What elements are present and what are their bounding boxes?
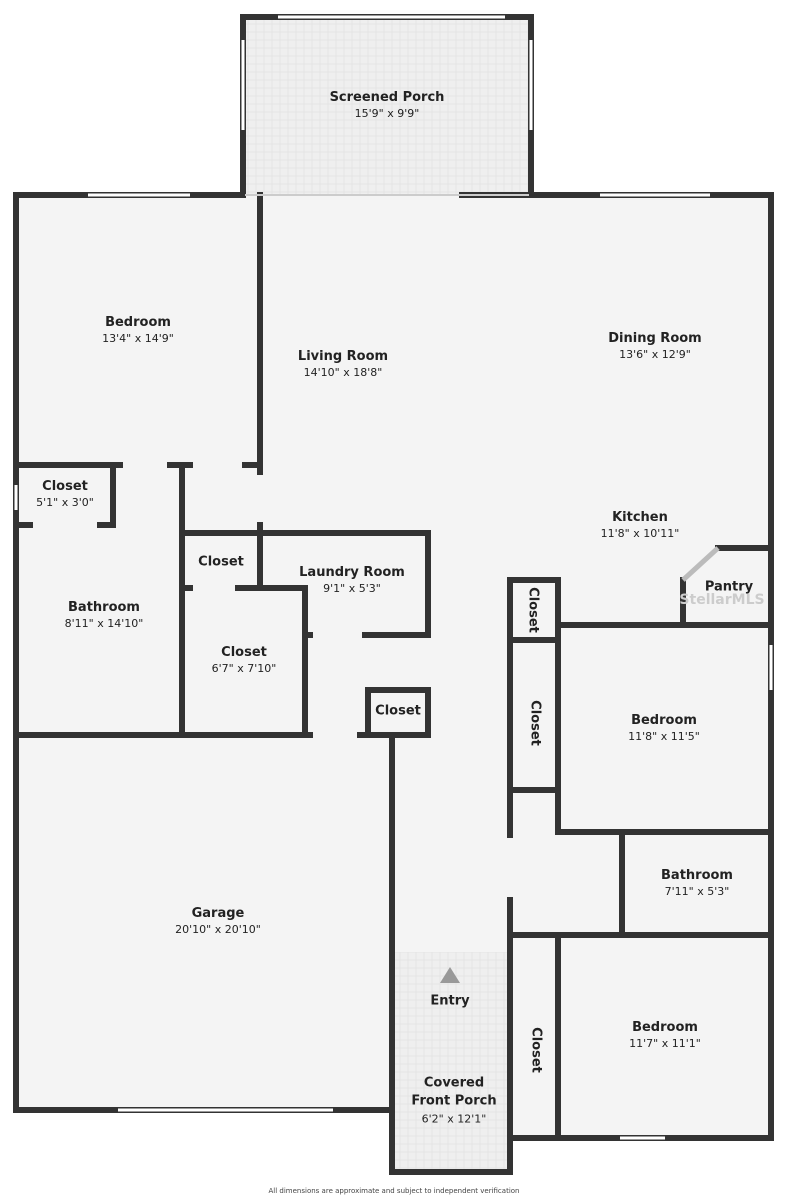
- pantry-door: [681, 546, 720, 582]
- room-dims: 11'8" x 10'11": [600, 527, 680, 540]
- room-closet-6: Closet: [528, 700, 543, 746]
- room-covered-front-porch: Covered Front Porch 6'2" x 12'1": [411, 1075, 496, 1126]
- room-name: Closet: [375, 703, 421, 719]
- room-dims: 13'6" x 12'9": [619, 348, 691, 361]
- room-bedroom-2: Bedroom 11'8" x 11'5": [628, 713, 700, 743]
- room-closet-3: Closet 6'7" x 7'10": [212, 645, 277, 675]
- room-dims: 20'10" x 20'10": [175, 923, 261, 936]
- room-kitchen: Kitchen 11'8" x 10'11": [601, 510, 680, 540]
- room-name: Bedroom: [631, 713, 697, 728]
- room-name: Living Room: [297, 349, 389, 364]
- footer-disclaimer: All dimensions are approximate and subje…: [268, 1187, 520, 1195]
- room-name: Closet: [528, 1027, 544, 1073]
- room-pantry: Pantry: [705, 580, 753, 595]
- room-screened-porch: Screened Porch 15'9" x 9'9": [330, 90, 445, 120]
- room-name: Closet: [221, 645, 267, 660]
- room-garage: Garage 20'10" x 20'10": [175, 906, 261, 936]
- room-entry: Entry: [430, 994, 469, 1009]
- room-name: Closet: [525, 587, 541, 633]
- room-name: Bedroom: [632, 1020, 698, 1035]
- room-name: Closet: [42, 479, 88, 494]
- room-bedroom-3: Bedroom 11'7" x 11'1": [629, 1020, 701, 1050]
- room-bedroom-1: Bedroom 13'4" x 14'9": [102, 315, 174, 345]
- room-name: Screened Porch: [329, 90, 445, 105]
- room-name: Bedroom: [105, 315, 171, 330]
- room-living-room: Living Room 14'10" x 18'8": [298, 349, 388, 379]
- room-bathroom-1: Bathroom 8'11" x 14'10": [65, 600, 144, 630]
- room-laundry-room: Laundry Room 9'1" x 5'3": [299, 565, 405, 595]
- floor: [510, 935, 771, 1138]
- room-dims: 6'2" x 12'1": [421, 1112, 487, 1126]
- room-dims: 11'8" x 11'5": [628, 730, 700, 743]
- front-porch-floor: [392, 952, 510, 1172]
- room-dims: 14'10" x 18'8": [303, 366, 383, 379]
- room-name: Covered Front Porch: [411, 1075, 497, 1109]
- room-closet-1: Closet 5'1" x 3'0": [36, 479, 94, 509]
- room-dims: 5'1" x 3'0": [36, 496, 94, 509]
- room-closet-7: Closet: [529, 1027, 544, 1073]
- room-closet-4: Closet: [526, 587, 541, 633]
- room-name: Kitchen: [612, 510, 668, 525]
- entry-arrow-icon: [440, 967, 460, 983]
- room-name: Garage: [191, 906, 245, 921]
- room-dims: 15'9" x 9'9": [354, 107, 420, 120]
- room-dining-room: Dining Room 13'6" x 12'9": [608, 331, 701, 361]
- room-dims: 6'7" x 7'10": [211, 662, 277, 675]
- watermark: StellarMLS: [679, 592, 765, 608]
- room-bathroom-2: Bathroom 7'11" x 5'3": [661, 868, 733, 898]
- room-closet-5: Closet: [375, 704, 421, 719]
- room-dims: 11'7" x 11'1": [629, 1037, 701, 1050]
- room-name: Bathroom: [68, 600, 140, 615]
- room-name: Bathroom: [661, 868, 733, 883]
- room-name: Dining Room: [608, 331, 702, 346]
- room-dims: 9'1" x 5'3": [323, 582, 381, 595]
- room-name: Entry: [430, 993, 470, 1009]
- room-dims: 8'11" x 14'10": [64, 617, 144, 630]
- room-name: Laundry Room: [299, 565, 405, 580]
- room-name: Closet: [527, 700, 543, 746]
- room-closet-2: Closet: [198, 555, 244, 570]
- room-name: Pantry: [704, 579, 754, 595]
- room-name: Closet: [198, 554, 244, 570]
- room-dims: 7'11" x 5'3": [664, 885, 730, 898]
- porch-floor: [243, 17, 531, 195]
- room-dims: 13'4" x 14'9": [102, 332, 174, 345]
